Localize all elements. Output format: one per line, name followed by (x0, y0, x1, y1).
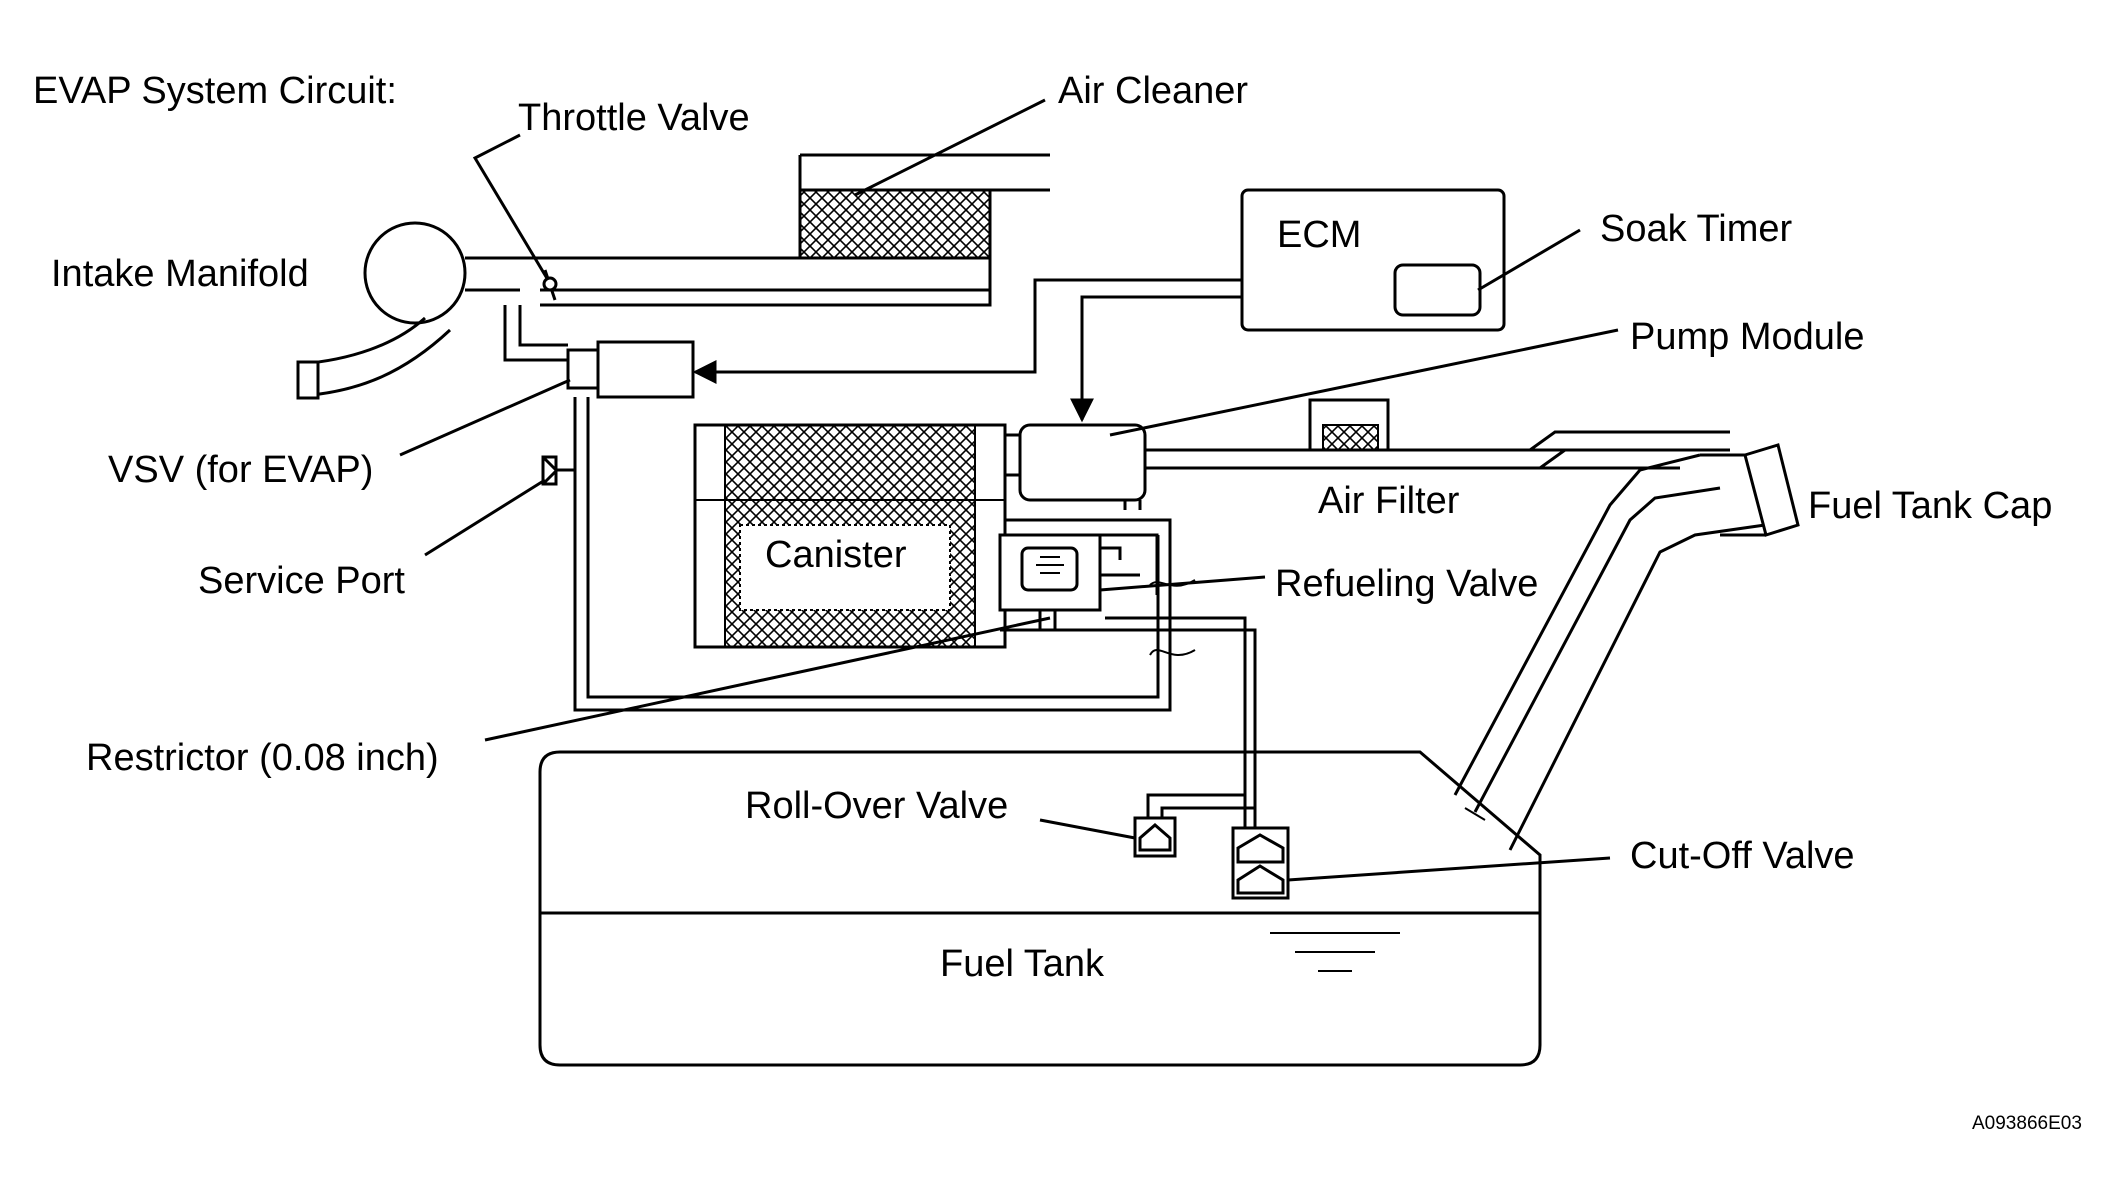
cut-off-valve-label: Cut-Off Valve (1630, 835, 1855, 877)
ecm-label: ECM (1277, 214, 1361, 256)
refueling-valve (998, 518, 1196, 612)
throttle-valve-label: Throttle Valve (518, 97, 750, 139)
air-filter (1308, 398, 1730, 470)
restrictor-label: Restrictor (0.08 inch) (86, 737, 439, 779)
leader-cut-off-valve (1287, 856, 1611, 882)
leader-service-port (424, 478, 546, 557)
soak-timer-label: Soak Timer (1600, 208, 1793, 250)
leader-throttle-valve (472, 133, 550, 281)
intake-manifold-label: Intake Manifold (51, 253, 309, 295)
filler-neck (1453, 453, 1766, 851)
roll-over-valve-label: Roll-Over Valve (745, 785, 1008, 827)
refueling-valve-label: Refueling Valve (1275, 563, 1538, 605)
cut-off-valve (1231, 826, 1290, 900)
service-port-label: Service Port (198, 560, 405, 602)
canister (693, 423, 1007, 649)
leader-soak-timer (1477, 228, 1581, 292)
ecm-box (1240, 188, 1506, 332)
fuel-tank (538, 750, 1542, 1067)
purge-lines (573, 397, 1172, 712)
leader-roll-over-valve (1039, 818, 1136, 840)
ecm-signal-lines (692, 278, 1242, 423)
canister-label: Canister (765, 534, 907, 576)
air-cleaner (798, 155, 992, 260)
leader-restrictor (484, 616, 1051, 742)
pump-module-label: Pump Module (1630, 316, 1864, 358)
air-cleaner-label: Air Cleaner (1058, 70, 1248, 112)
leader-lines (399, 98, 1619, 882)
restrictor (1000, 610, 1257, 830)
leader-refueling-valve (1099, 575, 1266, 592)
fuel-tank-cap-label: Fuel Tank Cap (1808, 485, 2052, 527)
diagram-title: EVAP System Circuit: (33, 70, 397, 112)
service-port (541, 455, 575, 486)
leader-vsv (399, 378, 571, 457)
air-filter-label: Air Filter (1318, 480, 1460, 522)
fuel-tank-label: Fuel Tank (940, 943, 1105, 985)
figure-code: A093866E03 (1972, 1113, 2082, 1134)
leader-air-cleaner (854, 98, 1046, 197)
vsv (503, 305, 695, 399)
fuel-level-indicator (1270, 932, 1400, 972)
soak-timer-box (1393, 263, 1482, 317)
vsv-label: VSV (for EVAP) (108, 449, 373, 491)
leader-pump-module (1109, 328, 1619, 437)
fuel-tank-cap (1700, 443, 1800, 537)
intake-manifold (296, 221, 467, 400)
